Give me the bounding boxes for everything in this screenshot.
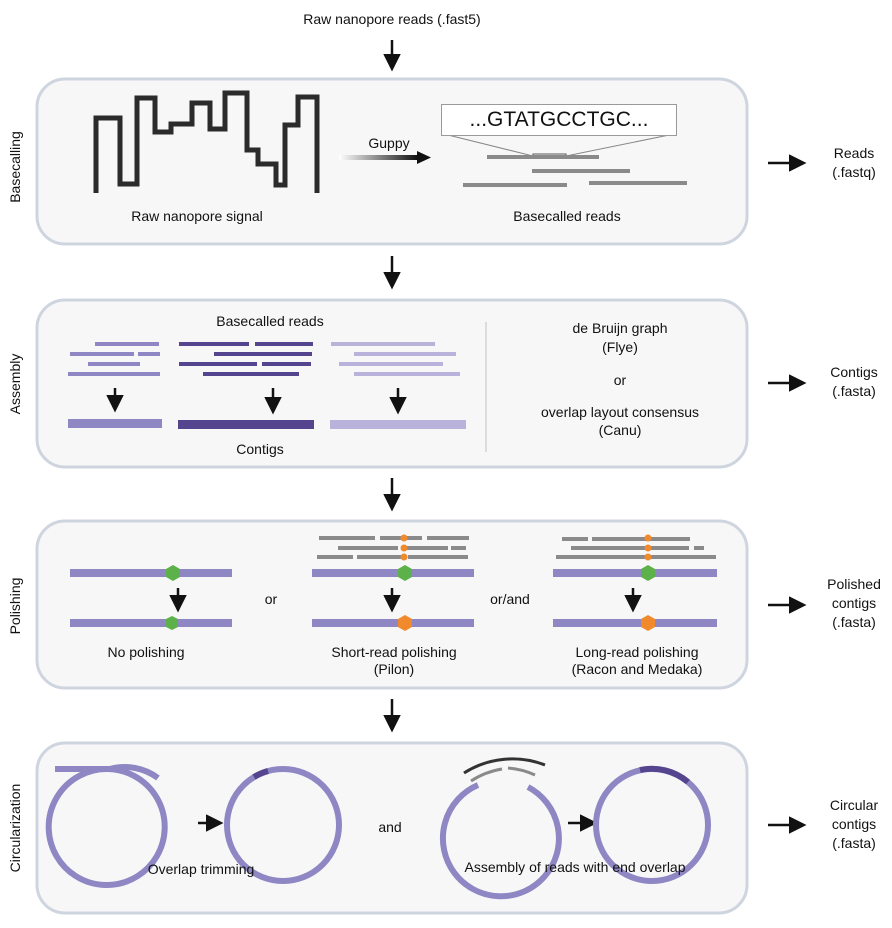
assembly-overlap-caption: Assembly of reads with end overlap — [464, 859, 686, 875]
panel-circularization — [35, 741, 749, 915]
raw-signal-caption: Raw nanopore signal — [131, 208, 263, 224]
orange-base — [400, 553, 408, 561]
short-read-caption: Short-read polishing — [331, 644, 457, 660]
orange-base — [400, 544, 408, 552]
contig-mid — [68, 419, 162, 428]
assembly-reads-caption: Basecalled reads — [216, 313, 324, 329]
input-label: Raw nanopore reads (.fast5) — [303, 11, 481, 27]
contig — [553, 619, 717, 627]
output-reads: Reads (.fastq) — [832, 145, 876, 180]
output-contigs: Contigs (.fasta) — [830, 364, 878, 399]
contig-dark — [178, 420, 314, 429]
basecalled-read — [589, 181, 687, 185]
orange-base — [644, 544, 652, 552]
contig — [553, 569, 717, 577]
short-read-tool: (Pilon) — [373, 661, 415, 677]
raw-signal-trace — [93, 90, 320, 193]
contig — [312, 619, 474, 627]
contig — [70, 619, 232, 627]
sequence-box: ...GTATGCCTGC... — [441, 104, 677, 136]
and-label: and — [378, 819, 402, 835]
orange-base — [398, 615, 412, 631]
guppy-label: Guppy — [368, 135, 410, 151]
linear-contig-tail — [55, 764, 160, 781]
basecalled-reads-caption: Basecalled reads — [513, 208, 621, 224]
long-read-caption: Long-read polishing — [575, 644, 699, 660]
junction-marker — [639, 765, 690, 785]
method-dbg-tool: (Flye) — [602, 339, 638, 355]
short-reads — [317, 536, 469, 559]
broken-contig — [439, 782, 562, 900]
or-and-label: or/and — [490, 591, 530, 607]
orange-base — [400, 534, 408, 542]
section-label-basecalling: Basecalling — [7, 131, 23, 203]
green-base — [166, 565, 180, 581]
no-polishing-caption: No polishing — [107, 644, 185, 660]
circular-contig — [224, 766, 342, 884]
overlap-trimming-caption: Overlap trimming — [147, 861, 255, 877]
basecalled-read — [532, 169, 630, 173]
orange-base — [644, 534, 652, 542]
output-polished-contigs: Polished contigs (.fasta) — [827, 576, 881, 630]
section-label-polishing: Polishing — [7, 577, 23, 635]
contig-light — [330, 420, 466, 429]
green-base — [641, 565, 655, 581]
method-olc: overlap layout consensus — [541, 404, 699, 420]
zoom-line — [443, 133, 534, 157]
or-label: or — [613, 372, 627, 388]
contig — [70, 569, 232, 577]
contigs-caption: Contigs — [236, 441, 284, 457]
basecalled-read — [463, 183, 567, 187]
green-base — [166, 616, 178, 630]
long-reads — [556, 537, 716, 559]
output-circular-contigs: Circular contigs (.fasta) — [829, 797, 879, 851]
overlap-read-dark — [463, 757, 546, 775]
zoom-line — [565, 133, 675, 157]
orange-base — [644, 553, 652, 561]
method-olc-tool: (Canu) — [598, 422, 642, 438]
long-read-tool: (Racon and Medaka) — [571, 661, 703, 677]
contig — [312, 569, 474, 577]
overlap-read-grey — [507, 766, 536, 777]
read-group-light — [331, 342, 460, 376]
section-label-circularization: Circularization — [7, 783, 23, 873]
junction-marker — [252, 768, 269, 780]
or-label: or — [264, 591, 278, 607]
green-base — [398, 565, 412, 581]
linear-contig-overhang — [45, 766, 168, 888]
orange-base — [641, 615, 655, 631]
method-dbg: de Bruijn graph — [572, 320, 668, 336]
section-label-assembly: Assembly — [7, 353, 23, 415]
read-group-mid — [68, 342, 160, 376]
read-group-dark — [179, 342, 313, 376]
guppy-arrow-shaft — [339, 155, 417, 160]
basecalled-read — [487, 155, 599, 159]
overlap-read-grey — [470, 767, 503, 783]
guppy-arrowhead — [417, 151, 431, 164]
